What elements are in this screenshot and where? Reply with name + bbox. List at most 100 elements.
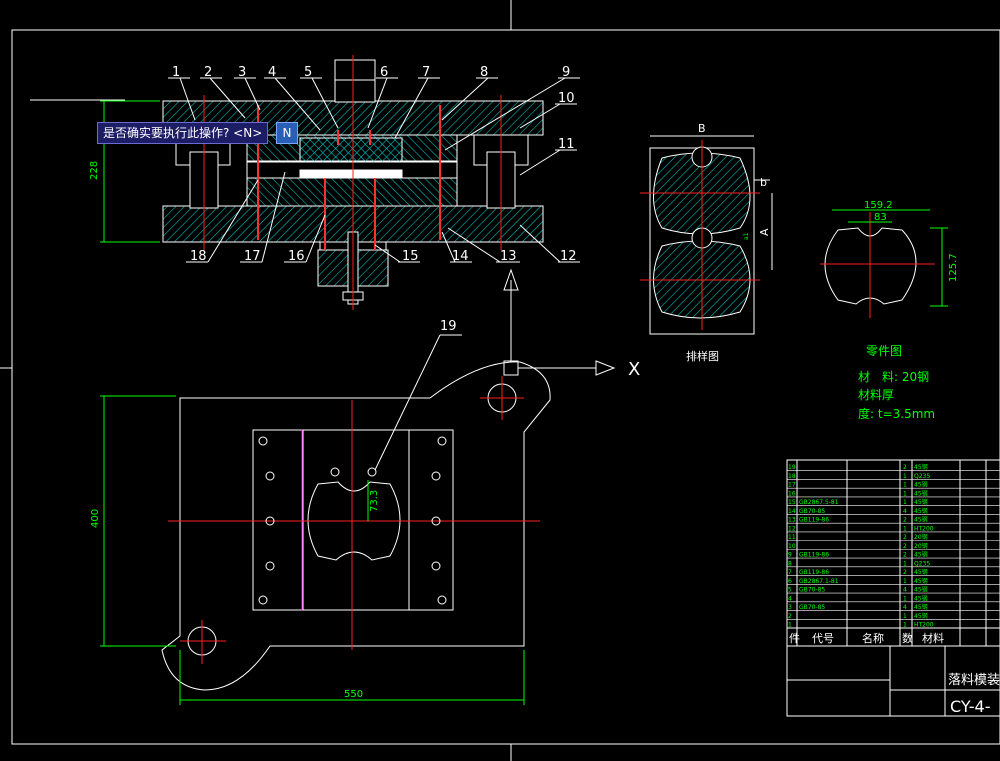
header-code: 代号 bbox=[812, 632, 834, 645]
parts-row-qty: 2 bbox=[903, 552, 907, 559]
axis-x-label: X bbox=[628, 359, 640, 380]
thickness-label-2: 度: t=3.5mm bbox=[858, 406, 935, 421]
parts-row-mat: 45钢 bbox=[914, 594, 928, 602]
strip-gap-label: a1 bbox=[743, 232, 750, 240]
parts-row-qty: 1 bbox=[903, 473, 907, 480]
part-number-labels: 1 2 3 4 5 6 7 8 9 10 11 12 13 18 17 16 1… bbox=[172, 65, 577, 334]
parts-row-no: 14 bbox=[788, 508, 796, 515]
strip-layout-view bbox=[640, 135, 773, 335]
parts-row-no: 8 bbox=[788, 560, 792, 567]
parts-row-mat: 45钢 bbox=[914, 603, 928, 611]
parts-row-no: 2 bbox=[788, 613, 792, 620]
parts-row-qty: 2 bbox=[903, 464, 907, 471]
part-number-3: 3 bbox=[238, 65, 246, 80]
prompt-question: 是否确实要执行此操作? <N> bbox=[103, 126, 263, 140]
part-leaders bbox=[168, 77, 580, 263]
parts-row-no: 11 bbox=[788, 534, 796, 541]
parts-row-mat: 45钢 bbox=[914, 507, 928, 515]
plan-view bbox=[100, 268, 616, 705]
parts-row-mat: HT200 bbox=[914, 525, 934, 532]
parts-row-qty: 1 bbox=[903, 560, 907, 567]
part-width-label: 159.2 bbox=[864, 200, 893, 211]
drawing-number: CY-4- bbox=[950, 697, 991, 716]
parts-row-mat: Q235 bbox=[914, 560, 930, 567]
parts-row-qty: 1 bbox=[903, 622, 907, 629]
parts-row-qty: 1 bbox=[903, 490, 907, 497]
header-qty: 数 bbox=[902, 632, 913, 645]
parts-row-qty: 2 bbox=[903, 517, 907, 524]
part-number-13: 13 bbox=[500, 249, 517, 264]
strip-width-label: B bbox=[698, 122, 706, 135]
parts-row-mat: 45钢 bbox=[914, 516, 928, 524]
part-drawing-title: 零件图 bbox=[866, 344, 902, 358]
part-number-12: 12 bbox=[560, 249, 577, 264]
part-number-1: 1 bbox=[172, 65, 180, 80]
parts-row-mat: 45钢 bbox=[914, 463, 928, 471]
header-no: 件 bbox=[789, 632, 800, 645]
parts-row-mat: 45钢 bbox=[914, 498, 928, 506]
thickness-label-1: 材料厚 bbox=[858, 388, 894, 402]
parts-row-qty: 1 bbox=[903, 499, 907, 506]
parts-row-code: GB119-86 bbox=[799, 569, 829, 576]
parts-row-mat: 45钢 bbox=[914, 481, 928, 489]
parts-row-qty: 2 bbox=[903, 534, 907, 541]
parts-row-mat: 45钢 bbox=[914, 612, 928, 620]
part-number-10: 10 bbox=[558, 91, 575, 106]
part-number-6: 6 bbox=[380, 65, 388, 80]
parts-row-code: GB70-85 bbox=[799, 604, 825, 611]
part-number-9: 9 bbox=[562, 65, 570, 80]
parts-row-qty: 1 bbox=[903, 525, 907, 532]
parts-row-qty: 4 bbox=[903, 508, 907, 515]
material-label: 材 料: 20钢 bbox=[858, 370, 929, 384]
part-number-2: 2 bbox=[204, 65, 212, 80]
parts-row-qty: 1 bbox=[903, 578, 907, 585]
parts-row-mat: 45钢 bbox=[914, 568, 928, 576]
parts-row-code: GB2867.5-81 bbox=[799, 499, 839, 506]
strip-layout-title: 排样图 bbox=[686, 349, 719, 363]
parts-row-qty: 1 bbox=[903, 482, 907, 489]
parts-row-no: 1 bbox=[788, 622, 792, 629]
plan-height-label: 400 bbox=[90, 509, 101, 528]
parts-row-mat: 20钢 bbox=[914, 542, 928, 550]
parts-row-qty: 4 bbox=[903, 587, 907, 594]
part-number-18: 18 bbox=[190, 249, 207, 264]
drawing-title: 落料模装配 bbox=[948, 673, 1000, 688]
parts-row-no: 18 bbox=[788, 473, 796, 480]
command-confirm-prompt: 是否确实要执行此操作? <N> bbox=[97, 122, 269, 144]
prompt-answer-input[interactable]: N bbox=[276, 122, 298, 144]
header-name: 名称 bbox=[862, 631, 884, 645]
part-number-14: 14 bbox=[452, 249, 469, 264]
parts-row-code: GB119-86 bbox=[799, 517, 829, 524]
part-number-19: 19 bbox=[440, 319, 457, 334]
parts-row-no: 7 bbox=[788, 569, 792, 576]
dim-228-label: 228 bbox=[89, 161, 100, 180]
part-number-4: 4 bbox=[268, 65, 276, 80]
parts-row-no: 12 bbox=[788, 525, 796, 532]
parts-row-code: GB70-85 bbox=[799, 508, 825, 515]
die-section-view bbox=[162, 55, 544, 310]
parts-row-qty: 1 bbox=[903, 613, 907, 620]
parts-row-mat: 45钢 bbox=[914, 586, 928, 594]
part-height-label: 125.7 bbox=[948, 253, 959, 282]
parts-row-no: 19 bbox=[788, 464, 796, 471]
parts-row-no: 10 bbox=[788, 543, 796, 550]
parts-row-no: 4 bbox=[788, 595, 792, 602]
part-number-7: 7 bbox=[422, 65, 430, 80]
part-number-11: 11 bbox=[558, 137, 575, 152]
part-number-17: 17 bbox=[244, 249, 261, 264]
parts-row-mat: 45钢 bbox=[914, 489, 928, 497]
parts-row-no: 3 bbox=[788, 604, 792, 611]
parts-row-no: 9 bbox=[788, 552, 792, 559]
part-number-16: 16 bbox=[288, 249, 305, 264]
part-drawing-view bbox=[820, 209, 948, 318]
parts-row-no: 16 bbox=[788, 490, 796, 497]
hole-offset-label: 73.3 bbox=[369, 490, 380, 512]
parts-row-qty: 1 bbox=[903, 595, 907, 602]
parts-row-mat: 45钢 bbox=[914, 551, 928, 559]
parts-row-qty: 2 bbox=[903, 569, 907, 576]
parts-row-no: 5 bbox=[788, 587, 792, 594]
parts-row-mat: 20钢 bbox=[914, 533, 928, 541]
